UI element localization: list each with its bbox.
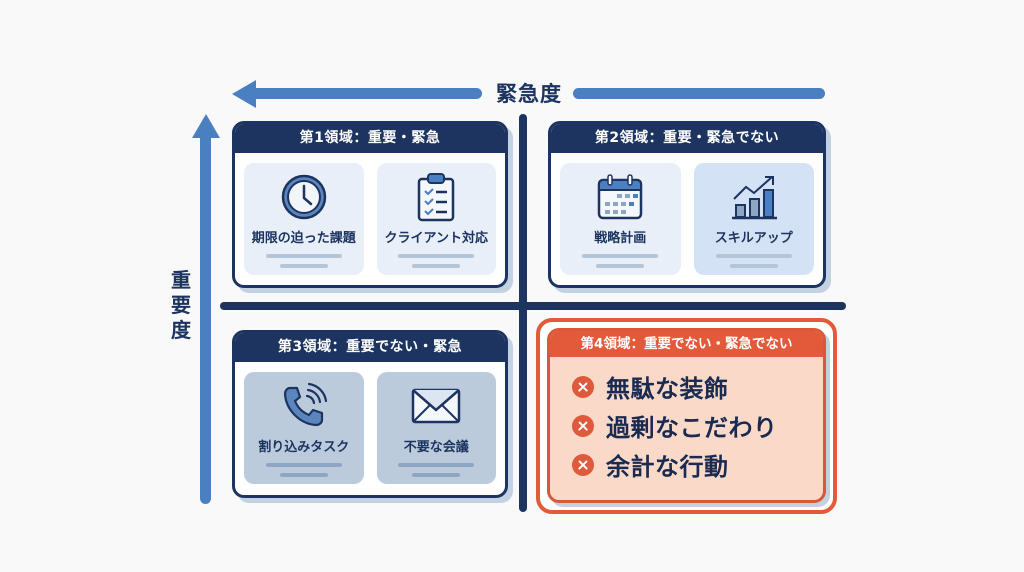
tile-label: 期限の迫った課題 <box>251 231 356 246</box>
list-item: 過剰なこだわり <box>572 406 823 445</box>
importance-axis <box>200 132 211 504</box>
tile-skill-up: スキルアップ <box>693 163 814 275</box>
quadrant-3-title: 第3領域：重要でない・緊急 <box>235 333 505 362</box>
x-circle-icon <box>572 414 594 437</box>
quadrant-3: 第3領域：重要でない・緊急 割り込みタスク <box>232 330 508 498</box>
tile-label: 不要な会議 <box>403 440 469 455</box>
list-item-label: 余計な行動 <box>606 453 729 481</box>
quadrant-1-title: 第1領域：重要・緊急 <box>235 124 505 153</box>
placeholder-line <box>729 264 778 268</box>
placeholder-line <box>412 473 461 477</box>
placeholder-line <box>279 264 328 268</box>
x-circle-icon <box>572 375 594 398</box>
clipboard-checklist-icon <box>410 173 462 222</box>
clock-icon <box>278 173 330 221</box>
growth-chart-icon <box>728 173 780 221</box>
envelope-icon <box>410 382 462 430</box>
tile-label: スキルアップ <box>714 231 793 246</box>
placeholder-line <box>265 254 342 258</box>
quadrant-4-list: 無駄な装飾 過剰なこだわり 余計な行動 <box>550 357 823 484</box>
quadrant-1: 第1領域：重要・緊急 期限の迫った課題 <box>232 121 508 288</box>
placeholder-line <box>279 473 328 477</box>
placeholder-line <box>412 264 461 268</box>
placeholder-line <box>398 254 475 258</box>
phone-ringing-icon <box>278 382 330 430</box>
importance-label-text: 重要度 <box>171 268 191 342</box>
list-item: 余計な行動 <box>572 445 823 484</box>
quadrant-4-title: 第4領域：重要でない・緊急でない <box>550 331 823 357</box>
importance-axis-label: 重要度 <box>168 268 194 343</box>
list-item-label: 無駄な装飾 <box>606 375 729 403</box>
horizontal-divider <box>220 302 846 310</box>
vertical-divider <box>519 114 527 512</box>
placeholder-line <box>398 463 475 467</box>
tile-client-response: クライアント対応 <box>376 163 496 275</box>
urgency-axis-label: 緊急度 <box>496 82 562 106</box>
placeholder-line <box>596 264 645 268</box>
tile-label: クライアント対応 <box>384 231 488 246</box>
tile-interruptions: 割り込みタスク <box>244 372 364 484</box>
quadrant-2: 第2領域：重要・緊急でない 戦略計画 <box>548 121 826 288</box>
placeholder-line <box>715 254 792 258</box>
tile-label: 割り込みタスク <box>258 440 350 455</box>
calendar-icon <box>594 173 646 221</box>
tile-unnecessary-meetings: 不要な会議 <box>376 372 496 484</box>
urgency-axis-right <box>573 88 825 99</box>
x-circle-icon <box>572 453 594 476</box>
list-item: 無駄な装飾 <box>572 367 823 406</box>
tile-deadline-tasks: 期限の迫った課題 <box>244 163 364 275</box>
tile-strategic-planning: 戦略計画 <box>560 163 681 275</box>
placeholder-line <box>265 463 342 467</box>
urgency-axis-left <box>250 88 482 99</box>
placeholder-line <box>582 254 659 258</box>
quadrant-4: 第4領域：重要でない・緊急でない 無駄な装飾 過剰なこだわり 余計な行動 <box>547 328 826 503</box>
tile-label: 戦略計画 <box>594 231 647 246</box>
list-item-label: 過剰なこだわり <box>606 414 778 442</box>
quadrant-2-title: 第2領域：重要・緊急でない <box>551 124 823 153</box>
